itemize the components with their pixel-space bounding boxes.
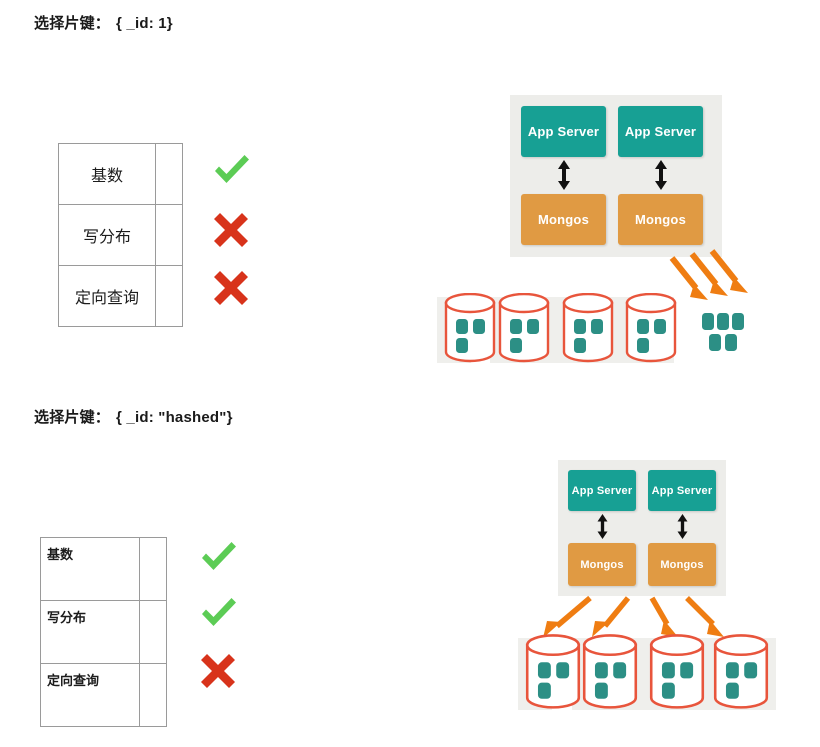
comparison-table-hashed: 基数 写分布 定向查询: [40, 537, 167, 727]
table-row: 基数: [58, 143, 183, 205]
heading-value-1: { _id: 1}: [116, 15, 173, 32]
shard-cylinder-1: [524, 634, 582, 712]
cross-icon: [209, 264, 253, 308]
app-server-node-1: App Server: [568, 470, 636, 511]
table-cell-mark-slot: [155, 265, 183, 327]
cross-icon: [209, 206, 253, 250]
table-cell-criterion: 基数: [58, 143, 156, 205]
app-server-node-2: App Server: [648, 470, 716, 511]
table-row: 定向查询: [58, 265, 183, 327]
table-row: 基数: [40, 537, 167, 601]
mongos-node-1: Mongos: [521, 194, 606, 245]
mongos-node-2: Mongos: [618, 194, 703, 245]
table-cell-mark-slot: [139, 537, 167, 601]
shard-cylinder-2: [497, 293, 551, 365]
bidirectional-arrow-icon: [674, 514, 691, 539]
app-server-label: App Server: [571, 484, 633, 497]
bidirectional-arrow-icon: [594, 514, 611, 539]
comparison-table-range: 基数 写分布 定向查询: [58, 143, 183, 327]
mongos-label: Mongos: [537, 212, 590, 227]
mongos-label: Mongos: [634, 212, 687, 227]
shard-cylinder-4: [624, 293, 678, 365]
table-cell-criterion: 定向查询: [40, 663, 140, 727]
routing-arrows-group: [664, 249, 754, 312]
app-server-label: App Server: [624, 124, 697, 139]
heading-label-1: 选择片键：: [34, 15, 111, 32]
table-cell-mark-slot: [139, 663, 167, 727]
shard-cylinder-1: [443, 293, 497, 365]
overflow-chunks-icon: [700, 312, 754, 354]
table-cell-criterion: 写分布: [40, 600, 140, 664]
mongos-node-1: Mongos: [568, 543, 636, 586]
shard-cylinder-3: [648, 634, 706, 712]
table-cell-mark-slot: [139, 600, 167, 664]
bidirectional-arrow-icon: [554, 160, 574, 190]
table-cell-mark-slot: [155, 204, 183, 266]
mongos-label: Mongos: [580, 558, 624, 571]
check-icon: [209, 148, 253, 192]
app-server-label: App Server: [651, 484, 713, 497]
table-cell-criterion: 定向查询: [58, 265, 156, 327]
cross-icon: [196, 647, 240, 691]
table-cell-mark-slot: [155, 143, 183, 205]
mongos-node-2: Mongos: [648, 543, 716, 586]
app-server-node-2: App Server: [618, 106, 703, 157]
heading-label-2: 选择片键：: [34, 409, 111, 426]
shard-cylinder-3: [561, 293, 615, 365]
table-row: 写分布: [40, 600, 167, 664]
table-row: 写分布: [58, 204, 183, 266]
table-cell-criterion: 写分布: [58, 204, 156, 266]
shard-cylinder-2: [581, 634, 639, 712]
app-server-node-1: App Server: [521, 106, 606, 157]
heading-value-2: { _id: "hashed"}: [116, 409, 233, 426]
routing-arrows-group: [515, 595, 724, 642]
bidirectional-arrow-icon: [651, 160, 671, 190]
app-server-label: App Server: [527, 124, 600, 139]
mongos-label: Mongos: [660, 558, 704, 571]
check-icon: [196, 591, 240, 635]
page-title-range-shard-key: 选择片键： { _id: 1}: [34, 12, 173, 33]
table-cell-criterion: 基数: [40, 537, 140, 601]
shard-cylinder-4: [712, 634, 770, 712]
table-row: 定向查询: [40, 663, 167, 727]
check-icon: [196, 535, 240, 579]
page-title-hashed-shard-key: 选择片键： { _id: "hashed"}: [34, 406, 233, 427]
